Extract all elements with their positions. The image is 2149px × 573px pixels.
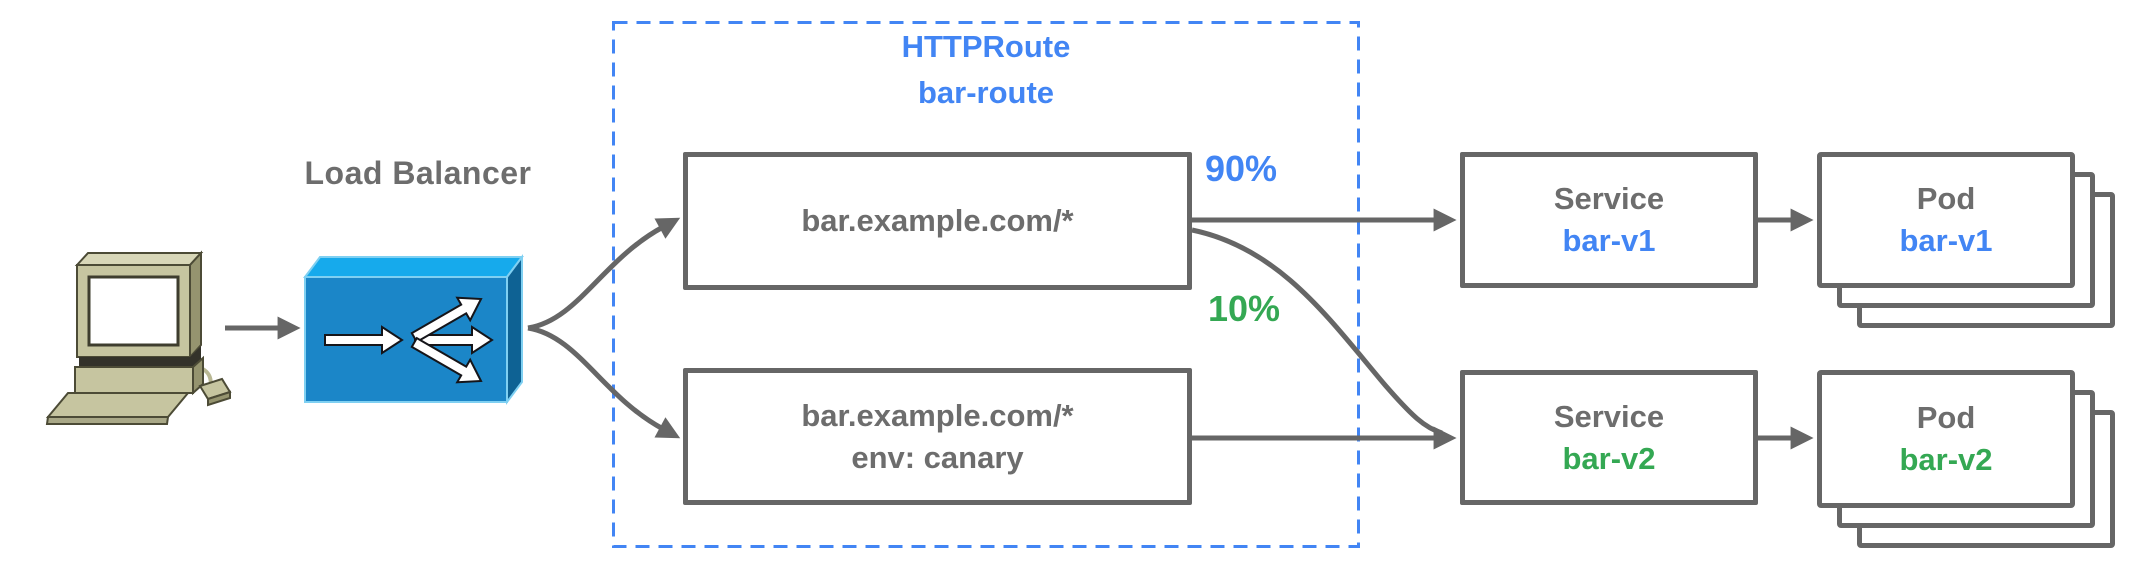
arrow-lb-to-match1 [527, 217, 681, 331]
service-2-type-label: Service [1553, 398, 1665, 434]
httproute-kind-label: HTTPRoute [901, 29, 1071, 64]
pod-2-type-label: Pod [1916, 400, 1976, 435]
pod-stack-bar-v1: Pod bar-v1 [1817, 152, 2117, 332]
match-2-header: env: canary [851, 439, 1024, 475]
httproute-boundary [612, 21, 1360, 548]
arrow-lb-to-match2 [527, 325, 681, 439]
load-balancer-icon [303, 254, 524, 405]
desktop-computer-icon [45, 250, 232, 425]
traffic-weight-90: 90% [1205, 148, 1278, 189]
traffic-weight-10: 10% [1208, 288, 1281, 329]
pod-1-name: bar-v1 [1899, 223, 1993, 258]
pod-box-bar-v1: Pod bar-v1 [1817, 152, 2075, 288]
load-balancer-label: Load Balancer [304, 155, 532, 191]
match-1-hostname: bar.example.com/* [801, 203, 1074, 238]
service-1-type-label: Service [1553, 181, 1665, 216]
pod-1-type-label: Pod [1916, 181, 1976, 216]
pod-stack-bar-v2: Pod bar-v2 [1817, 370, 2117, 552]
service-1-name: bar-v1 [1562, 223, 1656, 258]
httproute-name-label: bar-route [917, 75, 1055, 110]
service-box-bar-v1: Service bar-v1 [1460, 152, 1758, 288]
pod-2-name: bar-v2 [1899, 442, 1993, 477]
httproute-title: HTTPRoute bar-route [612, 24, 1360, 116]
route-match-box-2: bar.example.com/* env: canary [683, 368, 1192, 505]
pod-box-bar-v2: Pod bar-v2 [1817, 370, 2075, 508]
route-match-box-1: bar.example.com/* [683, 152, 1192, 290]
service-2-name: bar-v2 [1562, 440, 1656, 476]
service-box-bar-v2: Service bar-v2 [1460, 370, 1758, 505]
curve-match1-to-service2 [1191, 227, 1443, 436]
match-2-hostname: bar.example.com/* [801, 397, 1074, 433]
